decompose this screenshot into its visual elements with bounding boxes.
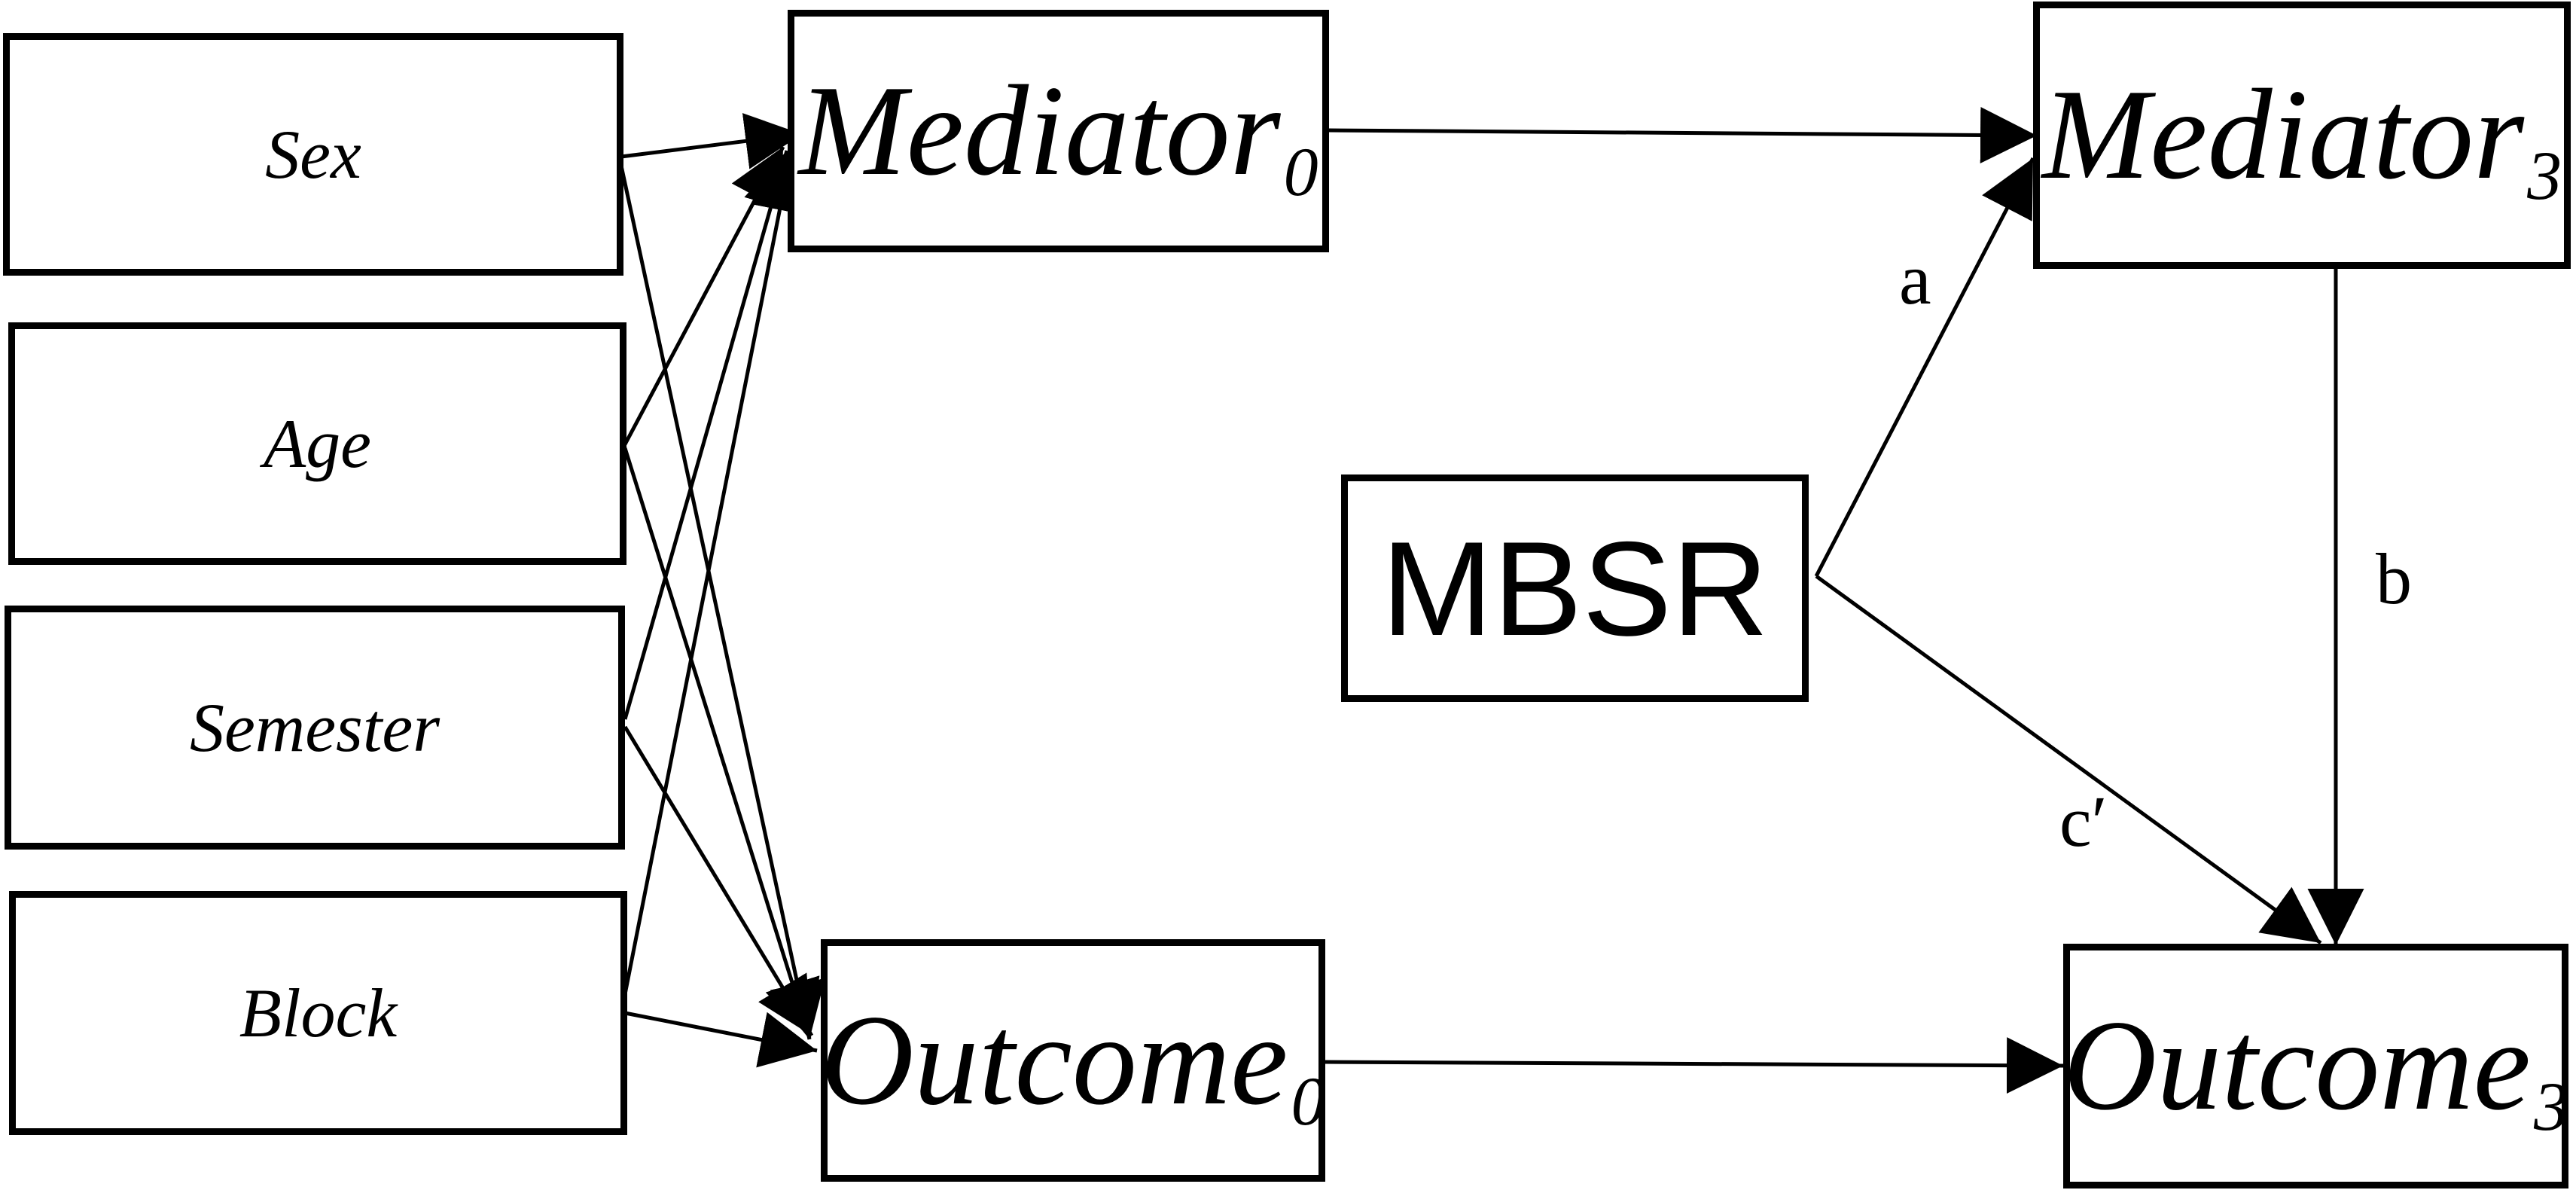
covariate-semester-label: Semester [189,689,441,766]
path-c-prime-label: c′ [2059,781,2108,862]
covariate-sex-label: Sex [265,116,361,193]
covariate-block-label: Block [239,975,398,1051]
arrow-outcome0-to-outcome3 [1325,1037,2064,1094]
mbsr-box: MBSR [1341,474,1809,702]
path-a-label: a [1899,239,1931,319]
mediator3-box: Mediator3 [2033,2,2571,269]
outcome3-label: Outcome3 [2063,994,2568,1145]
mediator3-label: Mediator3 [2041,63,2562,214]
outcome0-label: Outcome0 [820,988,1326,1140]
covariate-block-box: Block [9,891,627,1135]
covariate-semester-box: Semester [5,606,625,850]
arrow-block-to-outcome0 [624,1011,818,1068]
outcome0-box: Outcome0 [821,939,1325,1182]
arrow-semester-to-outcome0 [623,725,814,1037]
covariate-age-label: Age [263,405,372,482]
mediator3-subscript: 3 [2527,137,2562,214]
arrow-age-to-outcome0 [623,447,820,1039]
outcome0-subscript: 0 [1291,1062,1326,1140]
mbsr-label: MBSR [1381,513,1769,664]
covariate-age-box: Age [8,322,626,565]
mediator0-subscript: 0 [1283,133,1318,210]
outcome3-box: Outcome3 [2063,944,2568,1188]
outcome3-subscript: 3 [2533,1068,2568,1145]
arrow-semester-to-mediator0 [623,150,799,720]
path-b-label: b [2376,539,2412,619]
mediator0-box: Mediator0 [788,10,1329,252]
arrow-sex-to-outcome0 [619,165,825,1040]
arrow-mediator0-to-mediator3 [1328,106,2038,163]
path-c-prime-arrow [1815,574,2322,945]
covariate-sex-box: Sex [3,33,623,276]
path-a-arrow [1814,157,2035,578]
arrow-sex-to-mediator0 [620,113,803,169]
mediator0-label: Mediator0 [798,59,1318,210]
